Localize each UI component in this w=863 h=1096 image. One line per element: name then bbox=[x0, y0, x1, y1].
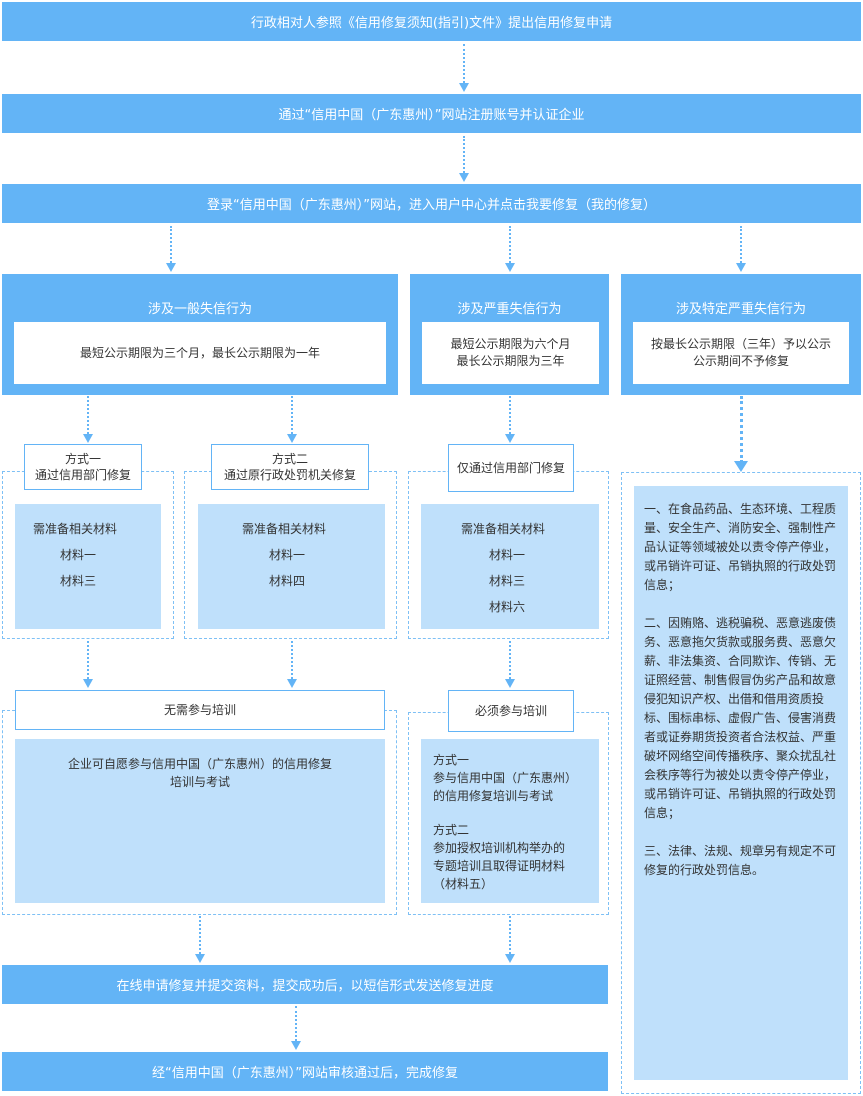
material-item: 材料一 bbox=[60, 548, 97, 562]
category-general-period: 最短公示期限为三个月，最长公示期限为一年 bbox=[14, 322, 386, 384]
step-login-repair: 登录“信用中国（广东惠州）”网站，进入用户中心并点击我要修复（我的修复） bbox=[2, 184, 861, 223]
method-three-materials: 需准备相关材料 材料一 材料三 材料六 bbox=[421, 504, 599, 629]
training-option-one-title: 方式一 bbox=[433, 753, 470, 767]
method-three-label: 仅通过信用部门修复 bbox=[448, 444, 574, 492]
step-register-account: 通过“信用中国（广东惠州）”网站注册账号并认证企业 bbox=[2, 94, 861, 133]
category-serious-period-line1: 最短公示期限为六个月 bbox=[450, 337, 571, 351]
material-item: 材料六 bbox=[489, 600, 526, 614]
special-list-item-3: 三、法律、法规、规章另有规定不可修复的行政处罚信息。 bbox=[644, 844, 837, 877]
step-register-account-text: 通过“信用中国（广东惠州）”网站注册账号并认证企业 bbox=[278, 108, 585, 123]
step-online-application-text: 在线申请修复并提交资料，提交成功后，以短信形式发送修复进度 bbox=[116, 979, 494, 994]
category-serious-title: 涉及严重失信行为 bbox=[457, 302, 562, 317]
category-general: 涉及一般失信行为 最短公示期限为三个月，最长公示期限为一年 bbox=[2, 274, 398, 395]
category-special-period-line2: 公示期间不予修复 bbox=[692, 354, 789, 368]
no-training-info-line2: 培训与考试 bbox=[169, 775, 230, 789]
category-general-title: 涉及一般失信行为 bbox=[147, 302, 252, 317]
step-complete-repair-text: 经“信用中国（广东惠州）”网站审核通过后，完成修复 bbox=[152, 1066, 458, 1081]
special-list-group bbox=[621, 472, 861, 1094]
training-option-one-line: 参与信用中国（广东惠州） bbox=[433, 771, 578, 785]
special-list-item-1: 一、在食品药品、生态环境、工程质量、安全生产、消防安全、强制性产品认证等领域被处… bbox=[644, 502, 837, 592]
special-list-item-2: 二、因贿赂、逃税骗税、恶意逃废债务、恶意拖欠货款或服务费、恶意欠薪、非法集资、合… bbox=[644, 616, 837, 820]
method-one-materials: 需准备相关材料 材料一 材料三 bbox=[15, 504, 161, 629]
no-training-label: 无需参与培训 bbox=[15, 690, 385, 730]
training-option-one-line: 的信用修复培训与考试 bbox=[433, 789, 554, 803]
material-item: 材料四 bbox=[269, 574, 306, 588]
category-special-period: 按最长公示期限（三年）予以公示 公示期间不予修复 bbox=[633, 322, 849, 384]
required-training-options: 方式一 参与信用中国（广东惠州） 的信用修复培训与考试 方式二 参加授权培训机构… bbox=[421, 739, 599, 903]
method-one-label: 方式一 通过信用部门修复 bbox=[24, 444, 142, 490]
special-list: 一、在食品药品、生态环境、工程质量、安全生产、消防安全、强制性产品认证等领域被处… bbox=[634, 486, 848, 1080]
material-item: 材料一 bbox=[269, 548, 306, 562]
method-two-label: 方式二 通过原行政处罚机关修复 bbox=[211, 444, 369, 490]
material-item: 材料一 bbox=[489, 548, 526, 562]
method-one-label-line2: 通过信用部门修复 bbox=[34, 468, 131, 482]
method-two-materials-heading: 需准备相关材料 bbox=[242, 522, 327, 536]
required-training-label-text: 必须参与培训 bbox=[474, 704, 547, 718]
method-three-materials-heading: 需准备相关材料 bbox=[461, 522, 546, 536]
category-serious-period: 最短公示期限为六个月 最长公示期限为三年 bbox=[422, 322, 599, 384]
category-special-title: 涉及特定严重失信行为 bbox=[675, 302, 806, 317]
no-training-label-text: 无需参与培训 bbox=[163, 703, 236, 717]
method-two-label-line1: 方式二 bbox=[271, 452, 308, 466]
material-item: 材料三 bbox=[60, 574, 97, 588]
method-three-label-text: 仅通过信用部门修复 bbox=[456, 461, 565, 475]
training-option-two-line: 参加授权培训机构举办的 bbox=[433, 841, 566, 855]
method-two-label-line2: 通过原行政处罚机关修复 bbox=[223, 468, 356, 482]
step-online-application: 在线申请修复并提交资料，提交成功后，以短信形式发送修复进度 bbox=[2, 965, 608, 1004]
method-one-label-line1: 方式一 bbox=[64, 452, 101, 466]
category-serious: 涉及严重失信行为 最短公示期限为六个月 最长公示期限为三年 bbox=[410, 274, 609, 395]
no-training-info: 企业可自愿参与信用中国（广东惠州）的信用修复 培训与考试 bbox=[15, 739, 385, 903]
category-special-period-line1: 按最长公示期限（三年）予以公示 bbox=[650, 337, 831, 351]
step-submit-application-text: 行政相对人参照《信用修复须知(指引)文件》提出信用修复申请 bbox=[250, 16, 613, 31]
category-special: 涉及特定严重失信行为 按最长公示期限（三年）予以公示 公示期间不予修复 bbox=[621, 274, 861, 395]
required-training-label: 必须参与培训 bbox=[448, 690, 574, 732]
step-complete-repair: 经“信用中国（广东惠州）”网站审核通过后，完成修复 bbox=[2, 1052, 608, 1091]
method-one-materials-heading: 需准备相关材料 bbox=[33, 522, 118, 536]
training-option-two-title: 方式二 bbox=[433, 823, 470, 837]
category-general-period-text: 最短公示期限为三个月，最长公示期限为一年 bbox=[79, 345, 320, 360]
training-option-two-line: （材料五） bbox=[433, 877, 494, 891]
training-option-two-line: 专题培训且取得证明材料 bbox=[433, 859, 566, 873]
category-serious-period-line2: 最长公示期限为三年 bbox=[456, 354, 565, 368]
step-submit-application: 行政相对人参照《信用修复须知(指引)文件》提出信用修复申请 bbox=[2, 2, 861, 41]
no-training-info-line1: 企业可自愿参与信用中国（广东惠州）的信用修复 bbox=[67, 757, 332, 771]
method-two-materials: 需准备相关材料 材料一 材料四 bbox=[198, 504, 385, 629]
material-item: 材料三 bbox=[489, 574, 526, 588]
step-login-repair-text: 登录“信用中国（广东惠州）”网站，进入用户中心并点击我要修复（我的修复） bbox=[207, 198, 656, 213]
